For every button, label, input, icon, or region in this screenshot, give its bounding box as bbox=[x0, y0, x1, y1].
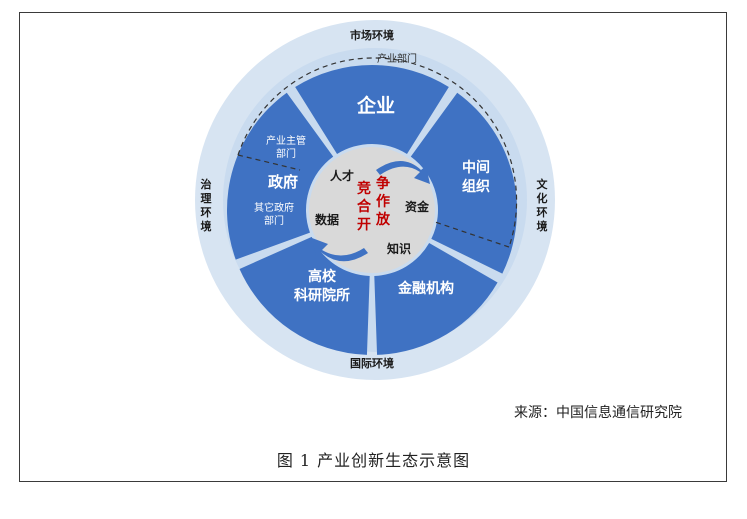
segment-enterprise bbox=[295, 65, 449, 155]
core-knowledge-label: 知识 bbox=[386, 241, 411, 256]
industry-sector-label: 产业部门 bbox=[377, 52, 417, 65]
industry-sector-dashed-line-left bbox=[237, 154, 301, 171]
gov-sub-top-label-2: 部门 bbox=[276, 147, 296, 160]
organization-segments bbox=[227, 65, 517, 355]
center-words: 竞争合作开放 bbox=[357, 175, 391, 233]
industry-sector-dashed-line-right bbox=[434, 221, 510, 248]
center-word: 作 bbox=[376, 193, 390, 210]
center-word: 开 bbox=[357, 217, 371, 233]
env-right-char: 化 bbox=[537, 191, 548, 205]
cycle-arrow-top-icon bbox=[376, 161, 430, 184]
core-capital-label: 资金 bbox=[405, 199, 430, 214]
gov-sub-bottom-label-2: 部门 bbox=[264, 214, 284, 227]
core-data-label: 数据 bbox=[315, 212, 339, 227]
segment-intermediary-label-1: 中间 bbox=[462, 159, 490, 176]
center-word: 争 bbox=[376, 175, 390, 192]
env-label-international: 国际环境 bbox=[350, 356, 394, 370]
figure-caption: 图 1 产业创新生态示意图 bbox=[276, 451, 471, 470]
segment-university-label-1: 高校 bbox=[308, 268, 337, 285]
segment-university bbox=[239, 236, 370, 355]
env-left-char: 理 bbox=[201, 192, 212, 205]
env-label-market: 市场环境 bbox=[350, 28, 394, 42]
env-left-char: 环 bbox=[201, 206, 212, 219]
industry-sector-dashed-line bbox=[237, 57, 518, 248]
segment-government bbox=[227, 92, 334, 260]
env-left-char: 境 bbox=[201, 219, 212, 233]
env-left-char: 治 bbox=[201, 177, 212, 191]
segment-finance bbox=[374, 243, 498, 355]
core-circle bbox=[309, 147, 435, 273]
segment-government-label: 政府 bbox=[268, 173, 298, 191]
core-talent-label: 人才 bbox=[330, 168, 354, 183]
center-word: 合 bbox=[357, 198, 372, 215]
cycle-arrow-bottom-icon bbox=[312, 238, 368, 262]
segment-intermediary-label-2: 组织 bbox=[462, 178, 490, 195]
env-right-char: 境 bbox=[537, 219, 548, 233]
gov-sub-bottom-label-1: 其它政府 bbox=[254, 201, 294, 214]
env-right-char: 环 bbox=[537, 206, 548, 219]
center-word: 竞 bbox=[357, 180, 371, 197]
center-word: 放 bbox=[375, 211, 391, 228]
segment-finance-label: 金融机构 bbox=[397, 280, 454, 297]
source-note: 来源：中国信息通信研究院 bbox=[514, 405, 682, 421]
env-right-char: 文 bbox=[537, 177, 549, 191]
segment-university-label-2: 科研院所 bbox=[294, 287, 350, 304]
segment-enterprise-label: 企业 bbox=[356, 94, 395, 117]
gov-sub-top-label-1: 产业主管 bbox=[266, 134, 306, 147]
segment-intermediary bbox=[410, 92, 517, 274]
